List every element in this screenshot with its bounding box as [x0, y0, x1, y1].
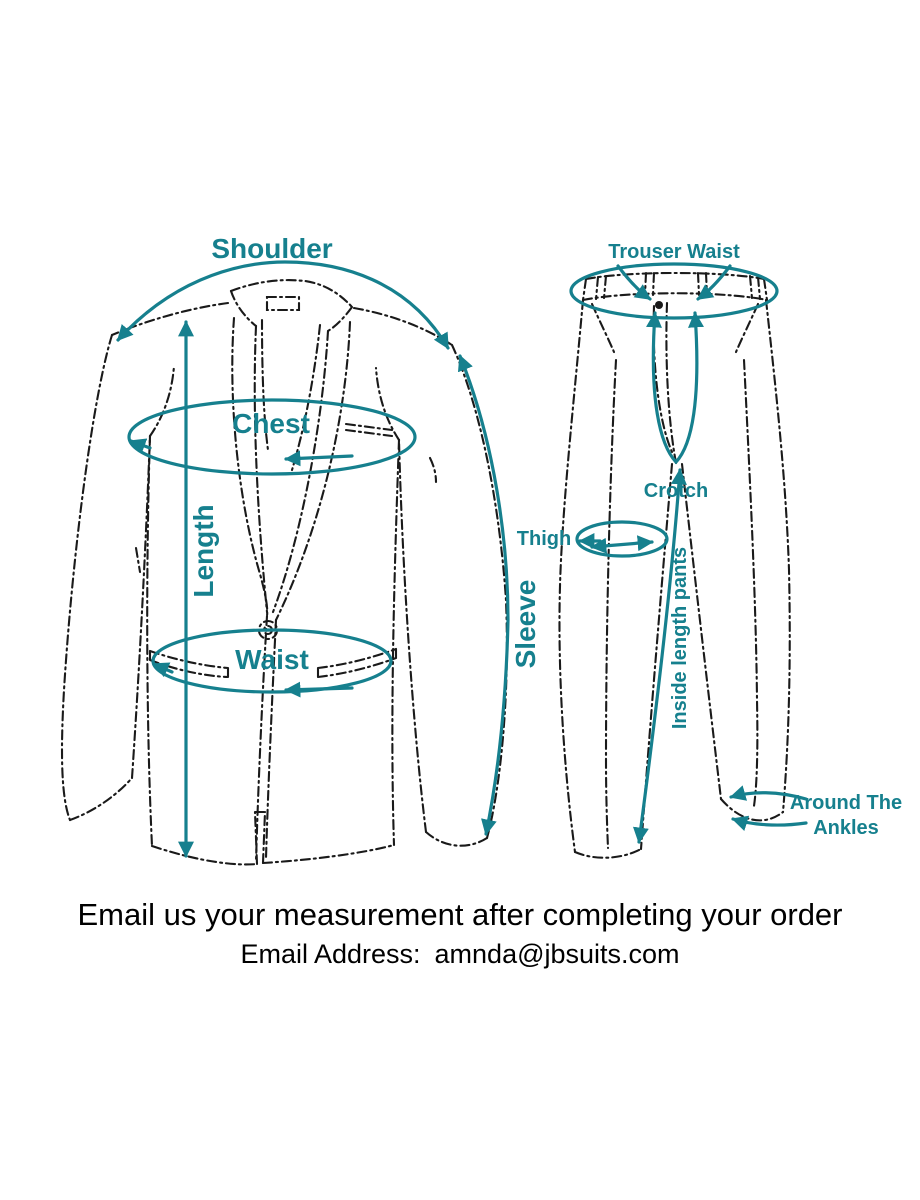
jacket-drawing: [60, 279, 508, 866]
measurement-labels: Shoulder Chest Length Waist Sleeve Trous…: [188, 233, 902, 839]
measurement-marks: [116, 260, 808, 858]
crotch-label: Crotch: [644, 480, 708, 502]
waist-label: Waist: [235, 644, 309, 675]
email-line: Email Address: amnda@jbsuits.com: [0, 939, 920, 970]
ankle-arrow-top: [729, 785, 808, 801]
inside-length-label: Inside length pants: [669, 547, 691, 729]
email-label: Email Address:: [240, 939, 421, 969]
around-ankles-label-line2: Ankles: [813, 817, 879, 839]
thigh-ellipse: [575, 520, 669, 558]
chest-label: Chest: [232, 408, 310, 439]
trouser-button: [655, 301, 663, 309]
hanger-loop: [265, 295, 301, 312]
shoulder-label: Shoulder: [211, 233, 332, 264]
chest-ellipse: [127, 398, 417, 476]
around-ankles-label-line1: Around The: [790, 792, 902, 814]
crotch-arrow: [646, 311, 704, 465]
sleeve-arrow: [457, 354, 510, 836]
shoulder-arrow: [116, 260, 450, 350]
inside-length-arrow: [632, 468, 687, 844]
sleeve-label: Sleeve: [510, 580, 541, 669]
waist-ellipse: [151, 628, 393, 694]
email-address: amnda@jbsuits.com: [434, 939, 680, 969]
trouser-waist-ellipse: [569, 262, 779, 320]
instruction-text: Email us your measurement after completi…: [77, 897, 843, 932]
ankle-arrow-bottom: [731, 815, 808, 831]
length-label: Length: [188, 504, 219, 597]
trouser-waist-label: Trouser Waist: [608, 241, 740, 263]
thigh-label: Thigh: [517, 528, 571, 550]
